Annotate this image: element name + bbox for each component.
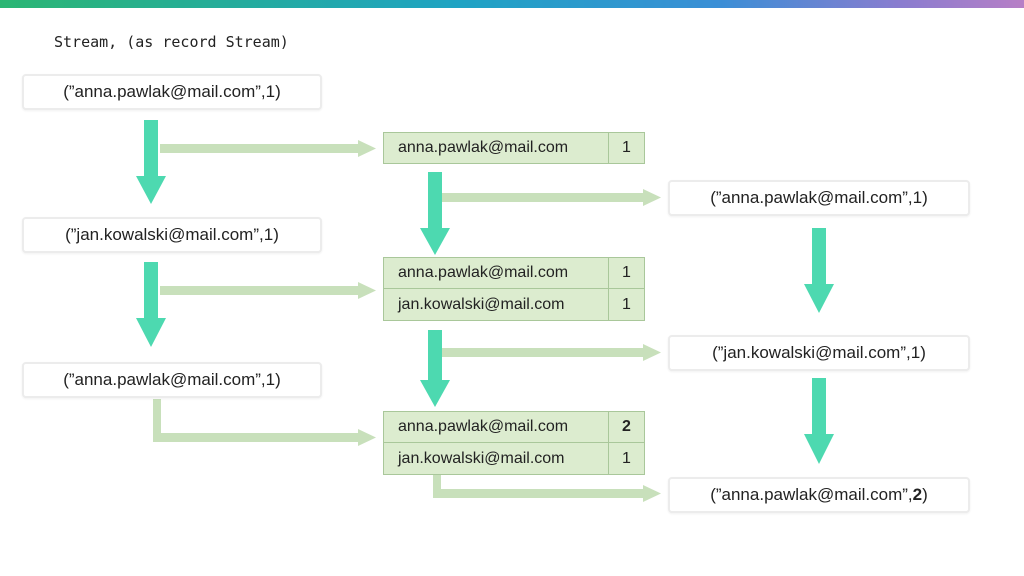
output-record-3-suffix: ) xyxy=(922,485,928,504)
input-record-1-count: 1 xyxy=(265,82,276,101)
state-count: 1 xyxy=(622,139,631,156)
input-record-2-suffix: ) xyxy=(273,225,279,244)
input-to-state-arrow-2 xyxy=(160,282,376,299)
input-record-3-suffix: ) xyxy=(275,370,281,389)
stream-code-label: Stream, (as record Stream) xyxy=(54,33,289,51)
table-row: anna.pawlak@mail.com 1 xyxy=(383,132,645,164)
state-to-output-arrow-2 xyxy=(442,344,661,361)
table-row: anna.pawlak@mail.com 2 xyxy=(383,411,645,443)
input-record-1-suffix: ) xyxy=(275,82,281,101)
output-record-2: (”jan.kowalski@mail.com”,1) xyxy=(668,335,970,371)
table-row: jan.kowalski@mail.com 1 xyxy=(383,443,645,475)
input-record-1-prefix: (”anna.pawlak@mail.com”, xyxy=(63,82,266,101)
input-to-state-arrow-1 xyxy=(160,140,376,157)
state-key: jan.kowalski@mail.com xyxy=(384,443,609,474)
state-count: 1 xyxy=(622,264,631,281)
input-down-arrow-1 xyxy=(136,120,166,204)
output-record-2-suffix: ) xyxy=(920,343,926,362)
input-record-2: (”jan.kowalski@mail.com”,1) xyxy=(22,217,322,253)
output-record-2-prefix: (”jan.kowalski@mail.com”, xyxy=(712,343,911,362)
input-to-state-arrow-3 xyxy=(153,399,376,446)
top-gradient-bar xyxy=(0,0,1024,8)
state-count: 1 xyxy=(622,295,631,313)
output-record-3: (”anna.pawlak@mail.com”,2) xyxy=(668,477,970,513)
output-record-1: (”anna.pawlak@mail.com”,1) xyxy=(668,180,970,216)
output-record-1-prefix: (”anna.pawlak@mail.com”, xyxy=(710,188,913,207)
table-row: jan.kowalski@mail.com 1 xyxy=(383,289,645,321)
state-key: anna.pawlak@mail.com xyxy=(384,258,609,288)
output-record-1-count: 1 xyxy=(912,188,923,207)
state-table-1: anna.pawlak@mail.com 1 xyxy=(383,132,645,164)
input-record-1: (”anna.pawlak@mail.com”,1) xyxy=(22,74,322,110)
output-down-arrow-1 xyxy=(804,228,834,313)
output-record-3-count-updated: 2 xyxy=(912,485,923,504)
state-to-output-arrow-3 xyxy=(433,475,661,502)
output-down-arrow-2 xyxy=(804,378,834,464)
output-record-2-count: 1 xyxy=(910,343,921,362)
input-record-3-prefix: (”anna.pawlak@mail.com”, xyxy=(63,370,266,389)
state-count: 1 xyxy=(622,449,631,467)
output-record-3-prefix: (”anna.pawlak@mail.com”, xyxy=(710,485,913,504)
state-key: anna.pawlak@mail.com xyxy=(384,133,609,163)
state-key: jan.kowalski@mail.com xyxy=(384,289,609,320)
input-record-3: (”anna.pawlak@mail.com”,1) xyxy=(22,362,322,398)
input-record-3-count: 1 xyxy=(265,370,276,389)
state-to-output-arrow-1 xyxy=(442,189,661,206)
state-table-3: anna.pawlak@mail.com 2 jan.kowalski@mail… xyxy=(383,411,645,475)
state-down-arrow-2 xyxy=(420,330,450,407)
input-down-arrow-2 xyxy=(136,262,166,347)
state-key: anna.pawlak@mail.com xyxy=(384,412,609,442)
state-down-arrow-1 xyxy=(420,172,450,255)
input-record-2-prefix: (”jan.kowalski@mail.com”, xyxy=(65,225,264,244)
state-count-updated: 2 xyxy=(622,418,631,435)
output-record-1-suffix: ) xyxy=(922,188,928,207)
state-table-2: anna.pawlak@mail.com 1 jan.kowalski@mail… xyxy=(383,257,645,321)
input-record-2-count: 1 xyxy=(263,225,274,244)
table-row: anna.pawlak@mail.com 1 xyxy=(383,257,645,289)
